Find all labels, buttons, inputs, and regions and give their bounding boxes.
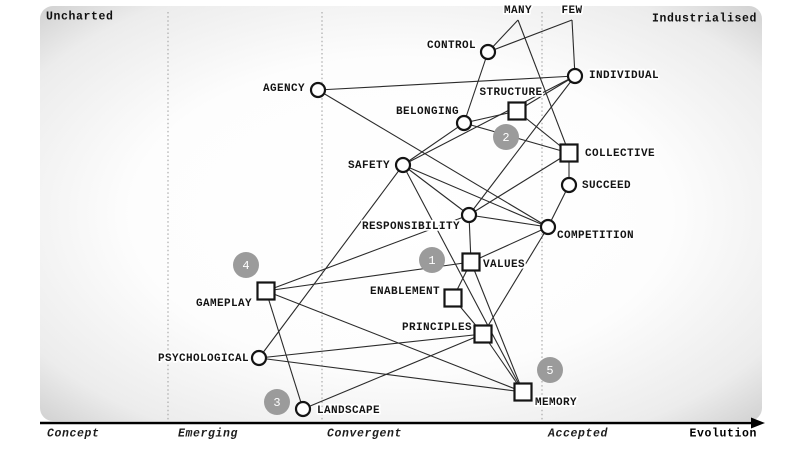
node-control: [479, 43, 497, 61]
numbered-marker-1: [419, 247, 445, 273]
uncharted-label: Uncharted: [46, 11, 114, 24]
numbered-marker-label-1: 1: [428, 254, 435, 268]
numbered-marker-4: [233, 252, 259, 278]
node-label-structure: STRUCTURE: [479, 87, 542, 99]
edge-safety-psychological: [258, 164, 404, 359]
node-structure: [507, 101, 527, 121]
node-responsibility: [460, 206, 478, 224]
edge-many-collective: [517, 19, 570, 154]
edge-few-individual: [571, 19, 576, 77]
edge-values-memory: [470, 261, 524, 393]
node-individual: [566, 67, 584, 85]
numbered-marker-label-4: 4: [242, 259, 249, 273]
node-label-safety: SAFETY: [348, 160, 390, 172]
edge-competition-principles: [482, 226, 549, 335]
edge-few-control: [487, 19, 573, 53]
node-label-collective: COLLECTIVE: [585, 148, 655, 160]
edge-individual-responsibility: [468, 75, 576, 216]
stage-label-concept: Concept: [47, 428, 100, 441]
node-label-responsibility: RESPONSIBILITY: [362, 221, 460, 233]
node-landscape: [294, 400, 312, 418]
numbered-marker-label-3: 3: [273, 396, 280, 410]
node-label-control: CONTROL: [427, 40, 476, 52]
edge-gameplay-responsibility: [265, 214, 470, 292]
edge-agency-competition: [317, 89, 549, 228]
edge-psychological-memory: [258, 357, 524, 393]
edge-principles-landscape: [302, 333, 484, 410]
node-label-individual: INDIVIDUAL: [589, 70, 659, 82]
evolution-label: Evolution: [689, 428, 757, 441]
node-label-values: VALUES: [483, 259, 525, 271]
node-values: [461, 252, 481, 272]
evolution-axis-arrow-icon: [751, 417, 765, 429]
node-memory: [513, 382, 533, 402]
stage-label-accepted: Accepted: [547, 428, 609, 441]
node-label-psychological: PSYCHOLOGICAL: [158, 353, 249, 365]
node-label-many: MANY: [504, 5, 532, 17]
node-collective: [559, 143, 579, 163]
node-label-enablement: ENABLEMENT: [370, 286, 440, 298]
numbered-marker-5: [537, 357, 563, 383]
industrialised-label: Industrialised: [652, 13, 757, 26]
edge-collective-responsibility: [468, 152, 570, 216]
edge-competition-values: [470, 226, 549, 263]
edge-principles-memory: [482, 333, 524, 393]
stage-label-emerging: Emerging: [178, 428, 238, 441]
edge-control-belonging: [463, 51, 489, 124]
numbered-marker-3: [264, 389, 290, 415]
edge-agency-individual: [317, 75, 576, 91]
node-belonging: [455, 114, 473, 132]
numbered-marker-label-5: 5: [546, 364, 553, 378]
node-label-succeed: SUCCEED: [582, 180, 631, 192]
stage-label-convergent: Convergent: [327, 428, 402, 441]
node-agency: [309, 81, 327, 99]
node-label-few: FEW: [561, 5, 582, 17]
edge-safety-responsibility: [402, 164, 470, 216]
node-gameplay: [256, 281, 276, 301]
node-enablement: [443, 288, 463, 308]
numbered-marker-2: [493, 124, 519, 150]
node-competition: [539, 218, 557, 236]
edge-principles-psychological: [258, 333, 484, 359]
node-label-competition: COMPETITION: [557, 230, 634, 242]
edge-safety-competition: [402, 164, 549, 228]
edge-gameplay-landscape: [265, 290, 304, 410]
node-label-belonging: BELONGING: [396, 106, 459, 118]
map-canvas: [40, 6, 762, 421]
numbered-marker-label-2: 2: [502, 131, 509, 145]
edge-responsibility-competition: [468, 214, 549, 228]
markers-layer: 1 2 3 4 5: [233, 124, 563, 415]
edge-gameplay-memory: [265, 290, 524, 393]
node-label-landscape: LANDSCAPE: [317, 405, 380, 417]
node-label-principles: PRINCIPLES: [402, 322, 472, 334]
nodes-layer: [250, 43, 584, 418]
edge-belonging-safety: [402, 122, 465, 166]
node-label-gameplay: GAMEPLAY: [196, 298, 252, 310]
edge-individual-safety: [402, 75, 576, 166]
node-succeed: [560, 176, 578, 194]
node-label-memory: MEMORY: [535, 397, 577, 409]
node-safety: [394, 156, 412, 174]
node-psychological: [250, 349, 268, 367]
node-label-agency: AGENCY: [263, 83, 305, 95]
edge-individual-structure: [516, 75, 576, 112]
node-principles: [473, 324, 493, 344]
labels-layer: MANY FEW CONTROL INDIVIDUAL AGENCY STRUCTURE B…: [156, 3, 660, 418]
